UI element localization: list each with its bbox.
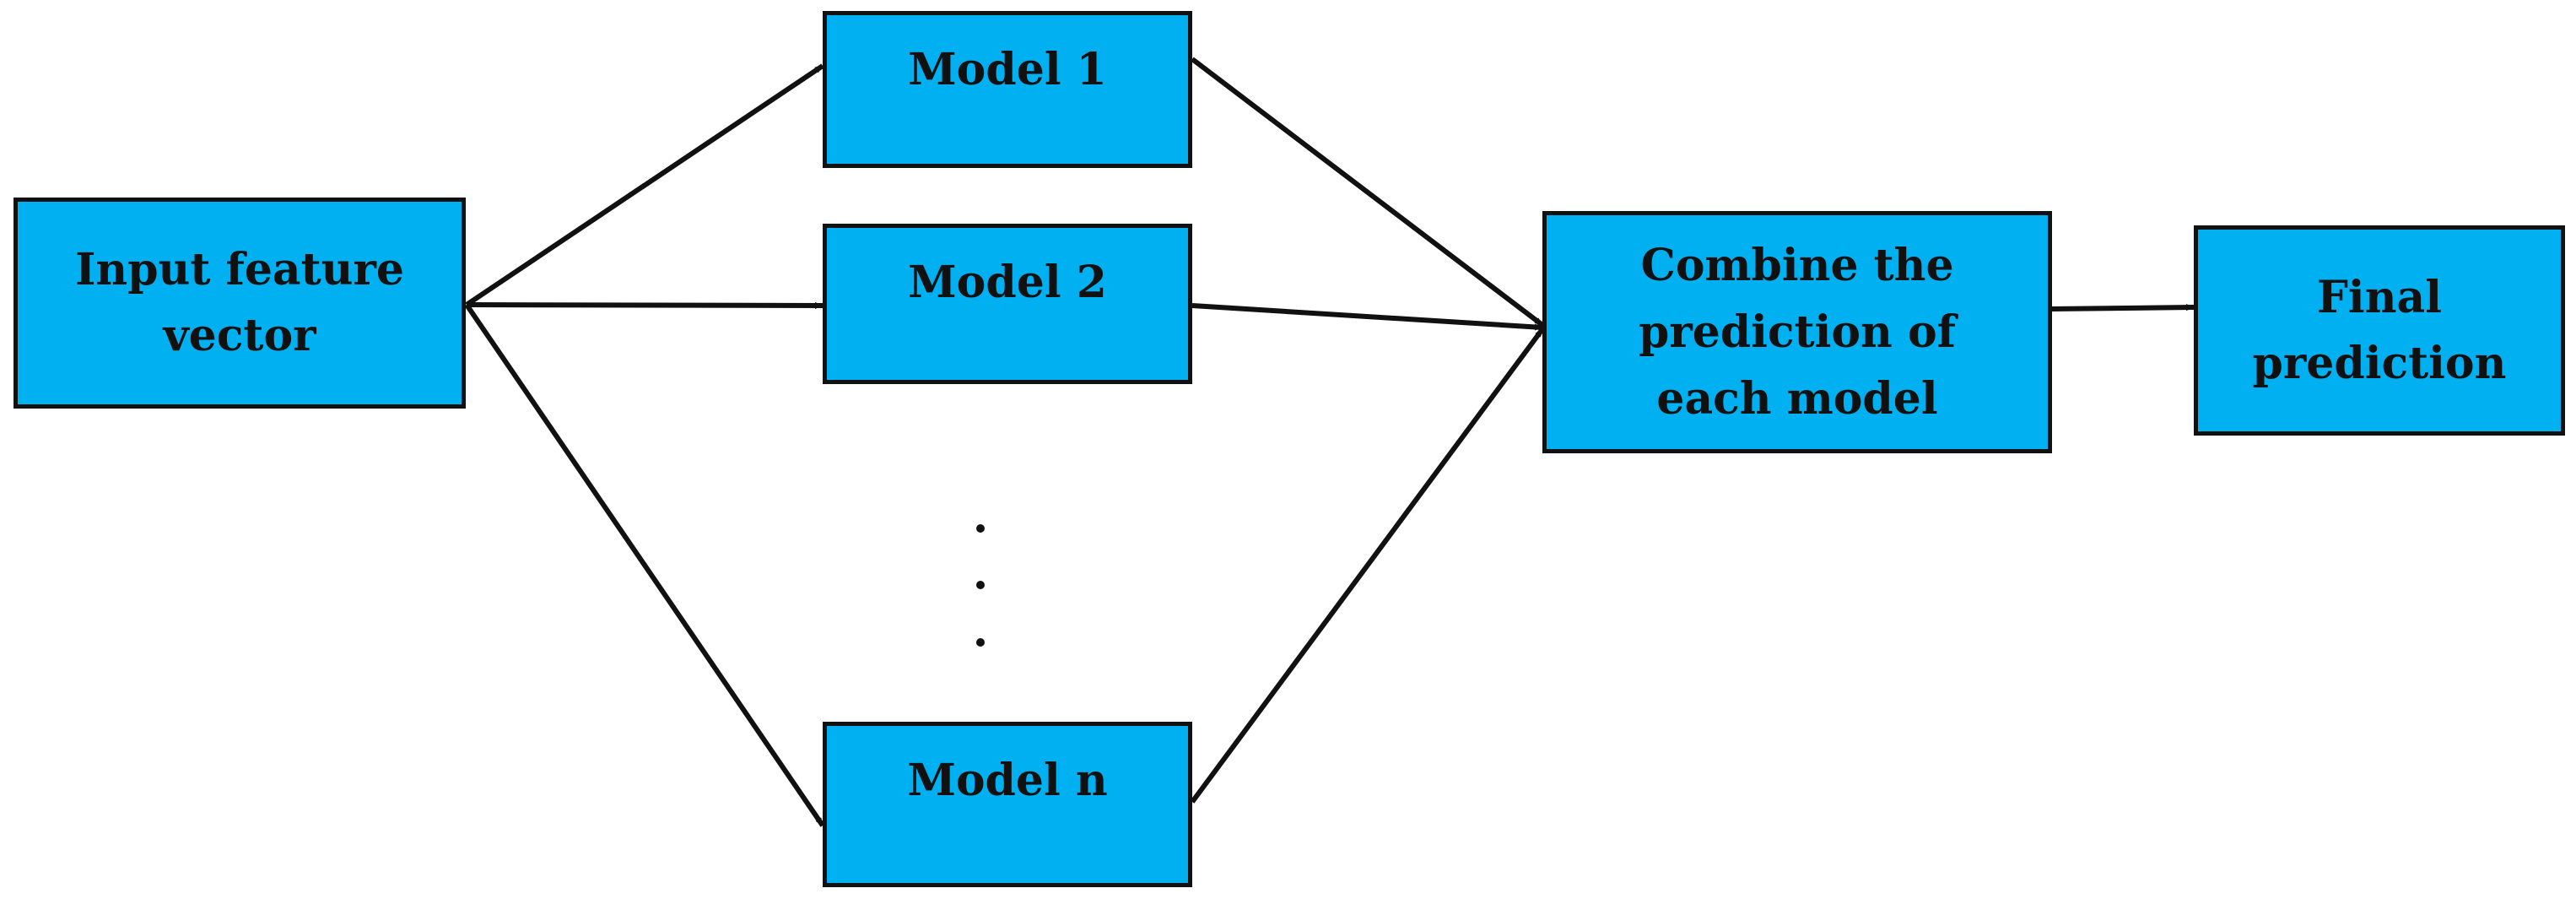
final-prediction-label: Final prediction (2252, 271, 2507, 389)
model-1-box: Model 1 (823, 11, 1192, 168)
model-n-label: Model n (907, 755, 1108, 806)
ellipsis-dot-3 (976, 638, 985, 647)
final-prediction-box: Final prediction (2194, 225, 2565, 436)
combine-predictions-box: Combine the prediction of each model (1542, 211, 2052, 453)
model-1-label: Model 1 (908, 44, 1107, 95)
model-2-label: Model 2 (908, 257, 1107, 308)
edge-input-to-model-1 (465, 63, 824, 307)
input-feature-vector-label: Input feature vector (75, 244, 404, 361)
input-feature-vector-box: Input feature vector (14, 198, 466, 409)
edge-input-to-model-2 (466, 301, 824, 309)
combine-predictions-label: Combine the prediction of each model (1638, 239, 1957, 425)
model-2-box: Model 2 (823, 224, 1192, 384)
edge-combine-to-final (2051, 304, 2195, 311)
ellipsis-dot-1 (976, 524, 985, 533)
edge-input-to-model-n (464, 303, 825, 827)
ellipsis-dot-2 (976, 581, 985, 589)
edge-model-n-to-combine (1190, 328, 1545, 804)
model-n-box: Model n (823, 722, 1192, 887)
edge-model-1-to-combine (1191, 57, 1544, 328)
edge-model-2-to-combine (1191, 303, 1543, 331)
